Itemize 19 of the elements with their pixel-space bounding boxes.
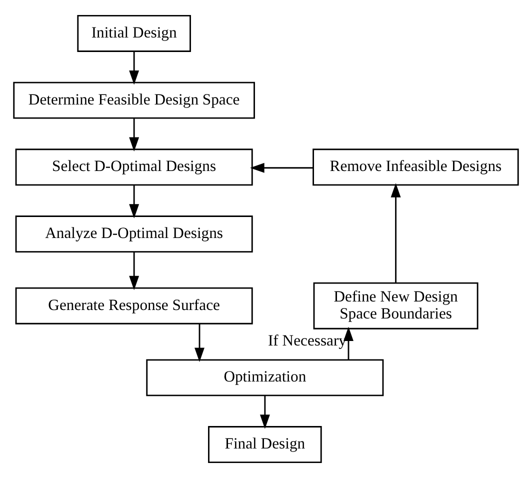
arrow — [129, 252, 140, 290]
node-box: Determine Feasible Design Space — [13, 82, 255, 119]
arrow — [129, 118, 140, 152]
edge-label: If Necessary — [268, 332, 347, 350]
arrow — [129, 185, 140, 218]
node-box: Remove Infeasible Designs — [312, 148, 519, 186]
node-box: Analyze D-Optimal Designs — [15, 216, 253, 253]
node-box: Optimization — [146, 359, 384, 396]
arrow — [194, 324, 204, 362]
arrow — [129, 52, 140, 85]
arrow — [390, 183, 401, 283]
arrow — [344, 326, 354, 360]
arrow — [250, 162, 314, 173]
node-box: Final Design — [208, 426, 322, 464]
node-box: Select D-Optimal Designs — [15, 148, 253, 186]
node-box: Define New Design Space Boundaries — [313, 282, 478, 330]
node-box: Generate Response Surface — [15, 287, 253, 324]
node-box: Initial Design — [77, 14, 191, 52]
arrow — [260, 396, 270, 429]
